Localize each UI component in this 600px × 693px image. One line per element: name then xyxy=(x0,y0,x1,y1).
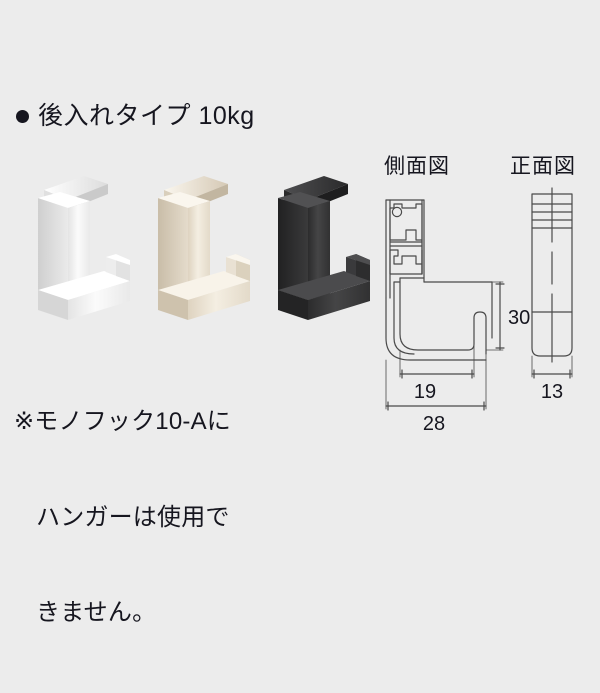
dimension-inner-width-19 xyxy=(399,343,475,379)
product-spec-page: 後入れタイプ 10kg xyxy=(12,104,600,627)
usage-note-line-2: ハンガーは使用で xyxy=(36,503,230,531)
product-photo-hook-black xyxy=(260,168,380,338)
usage-note: ※モノフック10-Aに ハンガーは使用で きません。 xyxy=(14,342,231,693)
dimension-height-30 xyxy=(485,281,505,351)
front-view-title: 正面図 xyxy=(510,155,576,178)
filled-circle-bullet-icon xyxy=(16,110,29,123)
usage-note-line-3: きません。 xyxy=(36,599,157,627)
technical-drawing-svg: 30 19 28 13 xyxy=(385,187,573,435)
side-view-title: 側面図 xyxy=(384,155,450,178)
technical-drawings: 側面図 正面図 xyxy=(372,152,600,452)
page-title: 後入れタイプ 10kg xyxy=(16,104,255,129)
dimension-label-13: 13 xyxy=(541,381,563,403)
dimension-label-19: 19 xyxy=(414,381,436,403)
dimension-label-30: 30 xyxy=(508,307,530,329)
usage-note-line-1: ※モノフック10-Aに xyxy=(14,407,232,435)
side-view-rail-profile xyxy=(385,199,425,299)
product-photo-group xyxy=(12,168,382,338)
page-title-label: 後入れタイプ 10kg xyxy=(38,102,255,130)
dimension-total-width-28 xyxy=(385,353,487,411)
dimension-front-width-13 xyxy=(531,355,573,379)
dimension-label-28: 28 xyxy=(423,413,445,435)
product-photo-hook-white xyxy=(20,168,140,338)
side-view-hook-outline xyxy=(385,277,493,361)
product-photo-hook-ivory xyxy=(140,168,260,338)
